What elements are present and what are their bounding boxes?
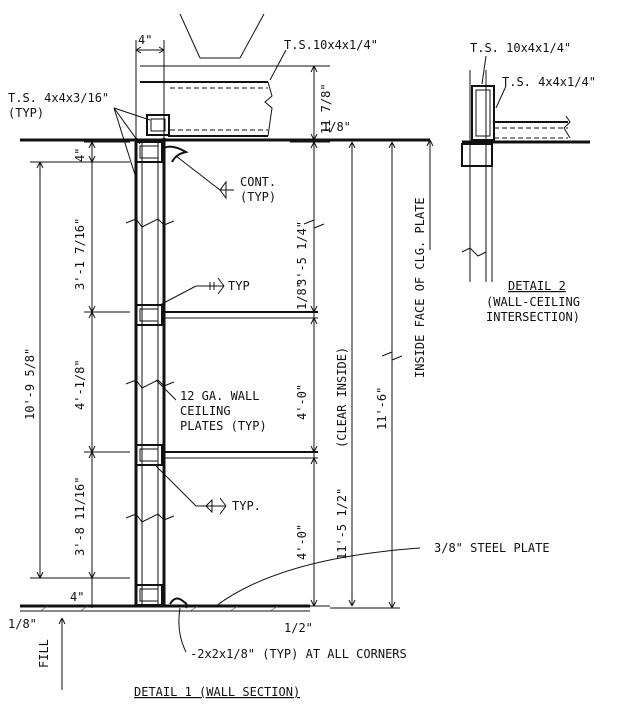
left-dimension-chain [30,141,130,690]
label-plates-line2: CEILING [180,404,231,418]
label-detail2-line3: INTERSECTION) [486,310,580,324]
inside-face-dim [426,139,434,250]
inner-dimension-chain [290,141,330,607]
label-ts-4x4x3-16: T.S. 4x4x3/16" [8,91,109,105]
label-dim-11-5-1-2: 11'-5 1/2" [335,488,349,560]
wall-ceiling-plates [164,311,318,459]
wall-column [125,40,175,606]
label-weld-typ-mid: TYP [228,279,250,293]
clear-inside-dimension [348,141,356,607]
label-dim-3-5-1-4: 3'-5 1/4" [295,221,309,286]
label-dim-4-0-upper: 4'-0" [295,384,309,420]
label-dim-11-7-8: 11 7/8" [319,83,333,134]
label-dim-1-2-bottom: 1/2" [284,621,313,635]
label-angle-corners: -2x2x1/8" (TYP) AT ALL CORNERS [190,647,407,661]
label-dim-11-6: 11'-6" [375,387,389,430]
label-det2-ts-4x4: T.S. 4x4x1/4" [502,75,596,89]
label-detail2-line2: (WALL-CEILING [486,295,580,309]
label-inside-face: INSIDE FACE OF CLG. PLATE [413,197,427,378]
tube-section-top [146,114,170,136]
dim-11-7-8 [282,65,330,141]
label-dim-3-1-7-16: 3'-1 7/16" [73,218,87,290]
label-weld-typ-low: TYP. [232,499,261,513]
label-fill: FILL [37,639,51,668]
label-detail1-title: DETAIL 1 (WALL SECTION) [134,685,300,699]
tube-section-ceiling [135,141,163,163]
label-steel-plate: 3/8" STEEL PLATE [434,541,550,555]
label-dim-4-left-top: 4" [73,148,87,162]
label-cont: CONT. [240,175,276,189]
dim-4-top [135,46,165,54]
label-dim-1-8-bottom-left: 1/8" [8,617,37,631]
label-dim-1-8-mid: 1/8" [295,281,309,310]
label-det2-ts-10x4: T.S. 10x4x1/4" [470,41,571,55]
label-plates-line1: 12 GA. WALL [180,389,259,403]
label-detail2-line1: DETAIL 2 [508,279,566,293]
label-dim-4-left-bottom: 4" [70,590,84,604]
tube-section-low [135,444,163,466]
label-plates-line3: PLATES (TYP) [180,419,267,433]
ceiling-beam [20,13,430,163]
label-dim-4-top: 4" [138,33,152,47]
overall-dimension [330,141,403,609]
detail-2-drawing [461,55,590,282]
label-dim-10-9-5-8: 10'-9 5/8" [23,348,37,420]
label-dim-4-0-lower: 4'-0" [295,524,309,560]
label-dim-4-1-8: 4'-1/8" [73,359,87,410]
callout-leaders [113,49,421,653]
label-ts-typ: (TYP) [8,106,44,120]
label-dim-3-8-11-16: 3'-8 11/16" [73,477,87,556]
tube-section-mid [135,304,163,326]
label-clear-inside: (CLEAR INSIDE) [335,347,349,448]
floor-plate [20,597,310,612]
label-cont-typ: (TYP) [240,190,276,204]
label-dim-1-8-top: 1/8" [322,120,351,134]
label-ts-10x4-main: T.S.10x4x1/4" [284,38,378,52]
